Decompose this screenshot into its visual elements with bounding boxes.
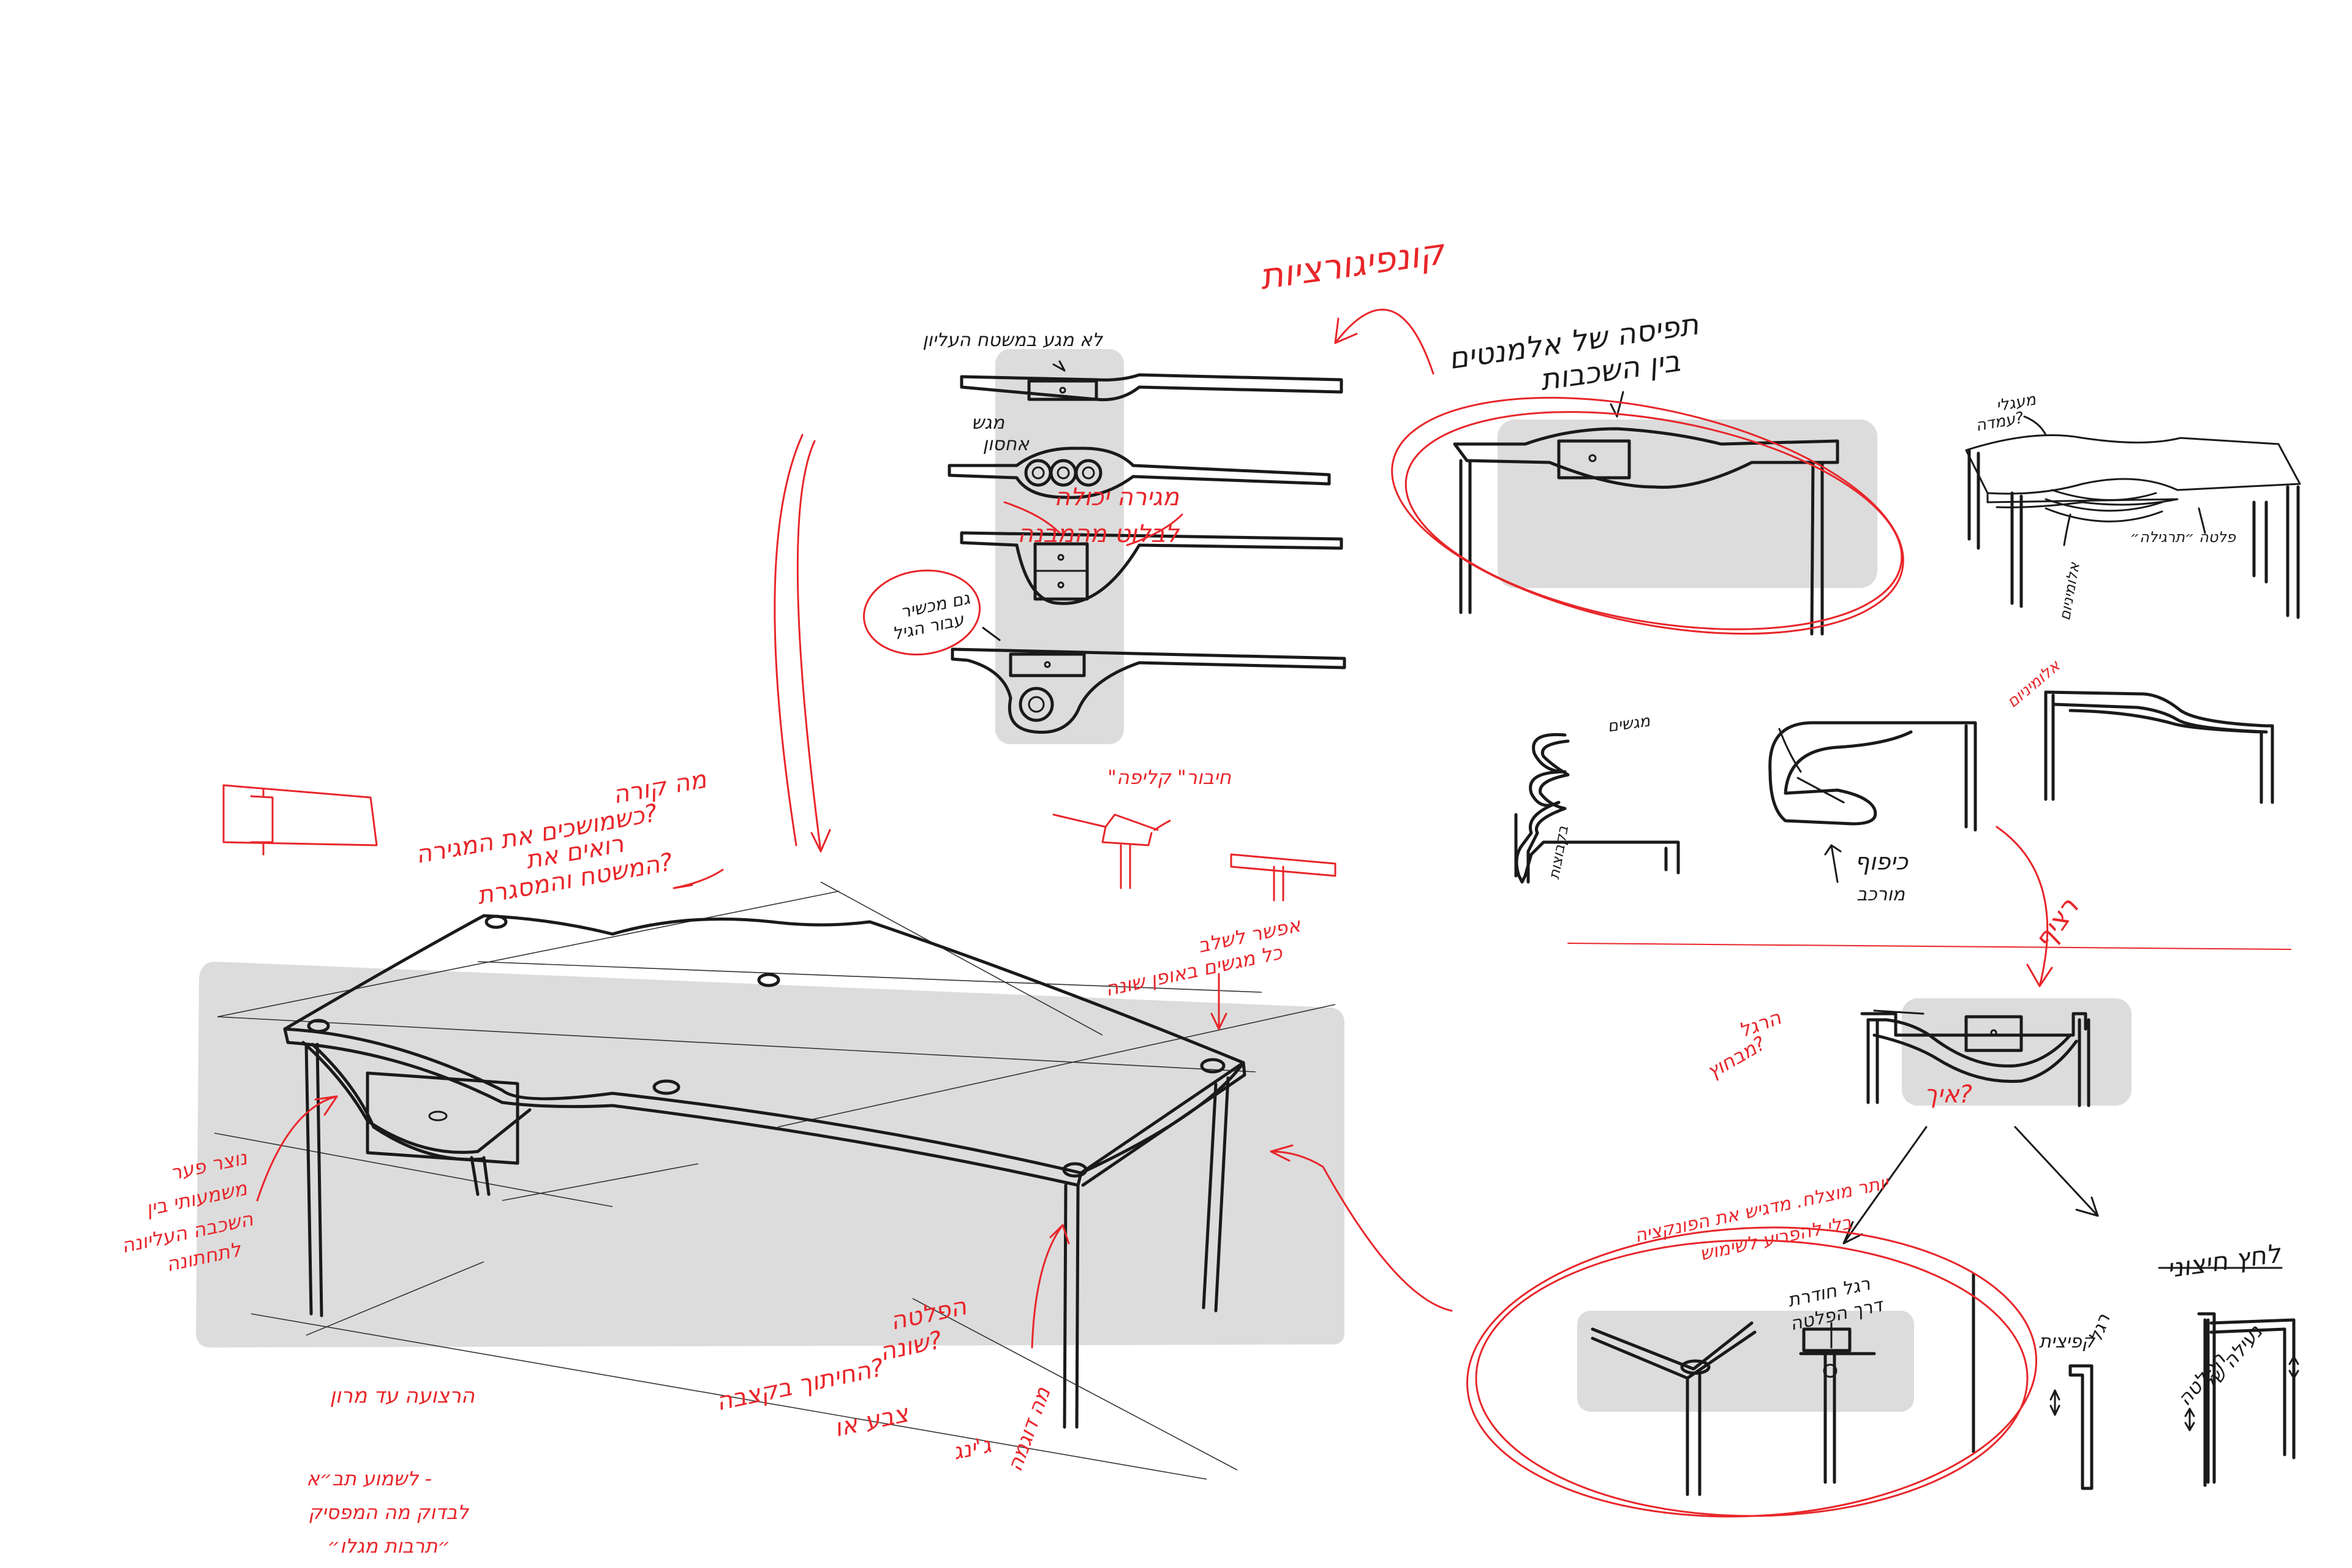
section-4 — [951, 647, 1346, 734]
label-kipuf-2: מורכב — [1856, 884, 1905, 905]
section-1 — [960, 373, 1343, 402]
label-kliha: "חיבור" קליפה — [1107, 766, 1231, 789]
label-bottom-3: ״תרבות מגלו״ — [327, 1534, 450, 1558]
section-3 — [960, 531, 1343, 605]
label-haragel-2: מבחוץ? — [1703, 1031, 1770, 1084]
shade-main-table — [196, 962, 1344, 1348]
shade-table-front — [1498, 420, 1877, 588]
configuration-sections — [948, 360, 1346, 734]
label-kipuf-1: כיפוף — [1855, 848, 1909, 875]
label-regel-kfitza-2: קפיצית — [2039, 1331, 2096, 1352]
shade-joint-detail — [1577, 1311, 1914, 1412]
label-shelf-1: מגש — [971, 412, 1005, 434]
label-right-alu: אלומיניום — [2056, 560, 2083, 622]
section-2 — [948, 447, 1331, 499]
label-configurations: קונפיגורציות — [1257, 230, 1447, 298]
label-right-2: עמדה? — [1974, 409, 2025, 435]
label-ratzif: רציף — [2028, 892, 2085, 955]
label-drawer-1: מגירה יכולה — [1054, 483, 1180, 511]
label-bottom-1: לשמוע תב״א - — [306, 1467, 432, 1490]
label-shelf-2: אחסון — [983, 434, 1030, 455]
leg-sketches — [1514, 690, 2274, 884]
joint-details — [1466, 1226, 2299, 1518]
label-kora-1: מה קורה — [611, 765, 709, 809]
label-mgashim-2: בקבוצות — [1545, 824, 1572, 881]
label-tzva-4: צבע או — [832, 1400, 911, 1443]
label-tzva-3: מה דוגמה — [1003, 1384, 1056, 1475]
table-front-view — [1334, 309, 1904, 636]
label-top-surface: לא מגע במשטח העליון — [922, 330, 1103, 351]
outer-leg-detail — [1842, 826, 2099, 1245]
label-drawer-2: לבלוט מהמבנה — [1017, 520, 1180, 548]
label-right-plate: פלטה ״תרגילה״ — [2130, 529, 2236, 546]
label-bottom-2: לבדוק מה המפסיק — [308, 1501, 470, 1524]
label-hartzua: הרצועה עד מרון — [330, 1384, 475, 1408]
label-tzva-5: החיתוך בקצבה? — [714, 1354, 886, 1417]
divider-line — [1567, 943, 2291, 950]
wavy-table — [1965, 415, 2301, 619]
label-eich: איך? — [1924, 1080, 1972, 1109]
label-lahatz: לחץ חיצוני — [2165, 1238, 2284, 1284]
main-table — [214, 434, 1453, 1480]
annotations: קונפיגורציות תפיסה של אלמנטים בין השכבות… — [119, 230, 2284, 1558]
label-tzva-6: ג'ינג — [951, 1433, 993, 1465]
label-mgashim: מגשים — [1607, 712, 1653, 736]
